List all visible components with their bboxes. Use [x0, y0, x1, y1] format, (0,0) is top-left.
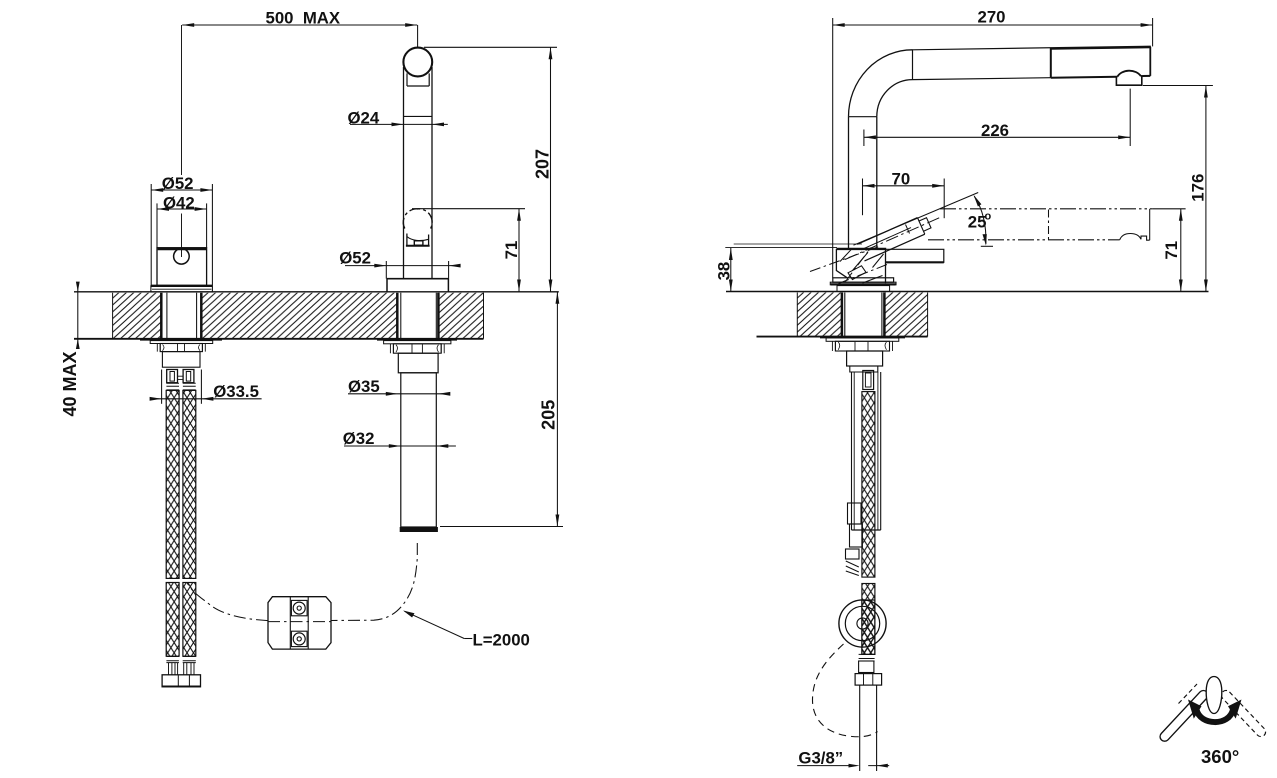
- svg-text:Ø24: Ø24: [348, 108, 380, 127]
- svg-text:25: 25: [968, 212, 987, 231]
- svg-text:Ø52: Ø52: [162, 174, 194, 193]
- svg-text:176: 176: [1189, 174, 1208, 202]
- svg-text:226: 226: [981, 121, 1009, 140]
- svg-text:Ø32: Ø32: [343, 429, 375, 448]
- svg-text:205: 205: [539, 400, 559, 430]
- svg-text:270: 270: [978, 7, 1006, 26]
- svg-text:40 MAX: 40 MAX: [60, 351, 80, 416]
- svg-text:207: 207: [533, 149, 553, 179]
- svg-text:o: o: [985, 211, 992, 223]
- svg-text:L=2000: L=2000: [473, 630, 530, 649]
- svg-text:Ø33.5: Ø33.5: [213, 382, 259, 401]
- svg-text:Ø52: Ø52: [339, 248, 371, 267]
- svg-text:71: 71: [1162, 241, 1181, 260]
- svg-text:500 MAX: 500 MAX: [266, 9, 341, 28]
- svg-text:Ø42: Ø42: [163, 193, 195, 212]
- svg-text:38: 38: [714, 262, 733, 281]
- svg-text:70: 70: [892, 170, 911, 189]
- svg-text:G3/8”: G3/8”: [798, 749, 843, 768]
- svg-text:71: 71: [502, 241, 521, 260]
- svg-text:360°: 360°: [1201, 746, 1239, 767]
- svg-text:Ø35: Ø35: [348, 377, 380, 396]
